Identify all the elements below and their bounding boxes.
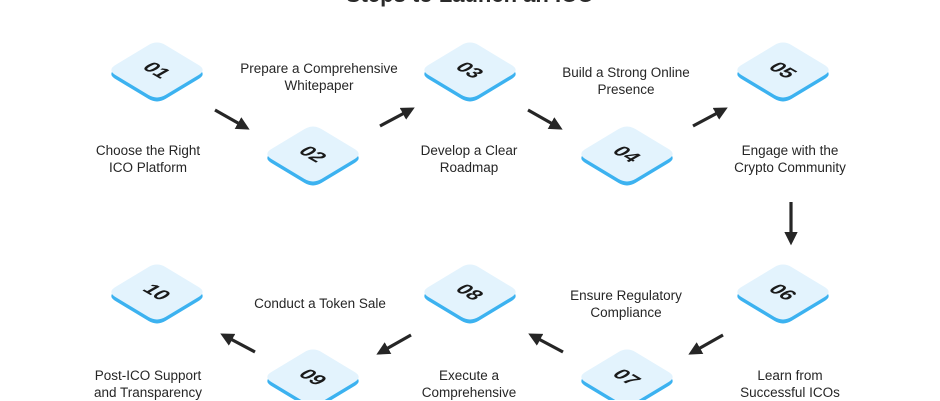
- arrow-08-to-09-icon: [376, 333, 412, 355]
- step-04-label: Build a Strong Online Presence: [531, 64, 721, 98]
- step-10-label-line1: Post-ICO Support: [94, 368, 202, 383]
- arrow-09-to-10-icon: [220, 333, 256, 354]
- tile-face: [581, 126, 673, 182]
- tile-face: [737, 264, 829, 320]
- tile-face: [267, 126, 359, 182]
- tile-face: [737, 42, 829, 98]
- step-09-label-line1: Conduct a Token Sale: [254, 296, 386, 311]
- tile-face: [581, 349, 673, 400]
- step-04-label-line1: Build a Strong Online: [562, 65, 690, 80]
- tile-face: [424, 264, 516, 320]
- step-01-label: Choose the Right ICO Platform: [53, 142, 243, 176]
- step-01-label-line1: Choose the Right: [95, 143, 201, 158]
- step-02-label-line2: Whitepaper: [284, 78, 354, 93]
- arrow-06-to-07-icon: [688, 333, 724, 355]
- step-10-label: Post-ICO Support and Transparency: [53, 367, 243, 401]
- step-08-label: Execute a Comprehensive: [374, 367, 564, 401]
- step-03-label: Develop a Clear Roadmap: [374, 142, 564, 176]
- step-10-label-line2: and Transparency: [93, 385, 203, 400]
- step-tile-05: 05: [737, 42, 829, 102]
- arrow-03-to-04-icon: [527, 108, 563, 130]
- step-04-label-line2: Presence: [597, 82, 655, 97]
- step-01-label-line2: ICO Platform: [108, 160, 187, 175]
- step-02-label: Prepare a Comprehensive Whitepaper: [224, 60, 414, 94]
- tile-face: [111, 264, 203, 320]
- step-09-label: Conduct a Token Sale: [225, 295, 415, 312]
- arrow-04-to-05-icon: [692, 107, 728, 128]
- tile-face: [267, 349, 359, 400]
- step-07-label-line2: Compliance: [590, 305, 662, 320]
- step-08-label-line2: Comprehensive: [421, 385, 517, 400]
- step-06-label: Learn from Successful ICOs: [695, 367, 885, 401]
- step-tile-09: 09: [267, 349, 359, 400]
- tile-face: [424, 42, 516, 98]
- step-tile-02: 02: [267, 126, 359, 186]
- step-06-label-line2: Successful ICOs: [740, 385, 840, 400]
- step-07-label-line1: Ensure Regulatory: [570, 288, 682, 303]
- step-05-label: Engage with the Crypto Community: [695, 142, 885, 176]
- step-07-label: Ensure Regulatory Compliance: [531, 287, 721, 321]
- arrow-01-to-02-icon: [214, 108, 250, 130]
- step-tile-07: 07: [581, 349, 673, 400]
- step-05-label-line2: Crypto Community: [734, 160, 846, 175]
- step-tile-01: 01: [111, 42, 203, 102]
- step-05-label-line1: Engage with the: [741, 143, 839, 158]
- step-03-label-line1: Develop a Clear: [420, 143, 518, 158]
- arrow-07-to-08-icon: [528, 333, 564, 354]
- step-02-label-line1: Prepare a Comprehensive: [240, 61, 398, 76]
- tile-face: [111, 42, 203, 98]
- step-tile-03: 03: [424, 42, 516, 102]
- arrow-02-to-03-icon: [379, 107, 415, 128]
- step-06-label-line1: Learn from: [757, 368, 823, 383]
- step-08-label-line1: Execute a: [438, 368, 500, 383]
- step-03-label-line2: Roadmap: [439, 160, 499, 175]
- diagram-title: Steps to Launch an ICO: [0, 0, 940, 8]
- step-tile-06: 06: [737, 264, 829, 324]
- step-tile-04: 04: [581, 126, 673, 186]
- step-tile-10: 10: [111, 264, 203, 324]
- step-tile-08: 08: [424, 264, 516, 324]
